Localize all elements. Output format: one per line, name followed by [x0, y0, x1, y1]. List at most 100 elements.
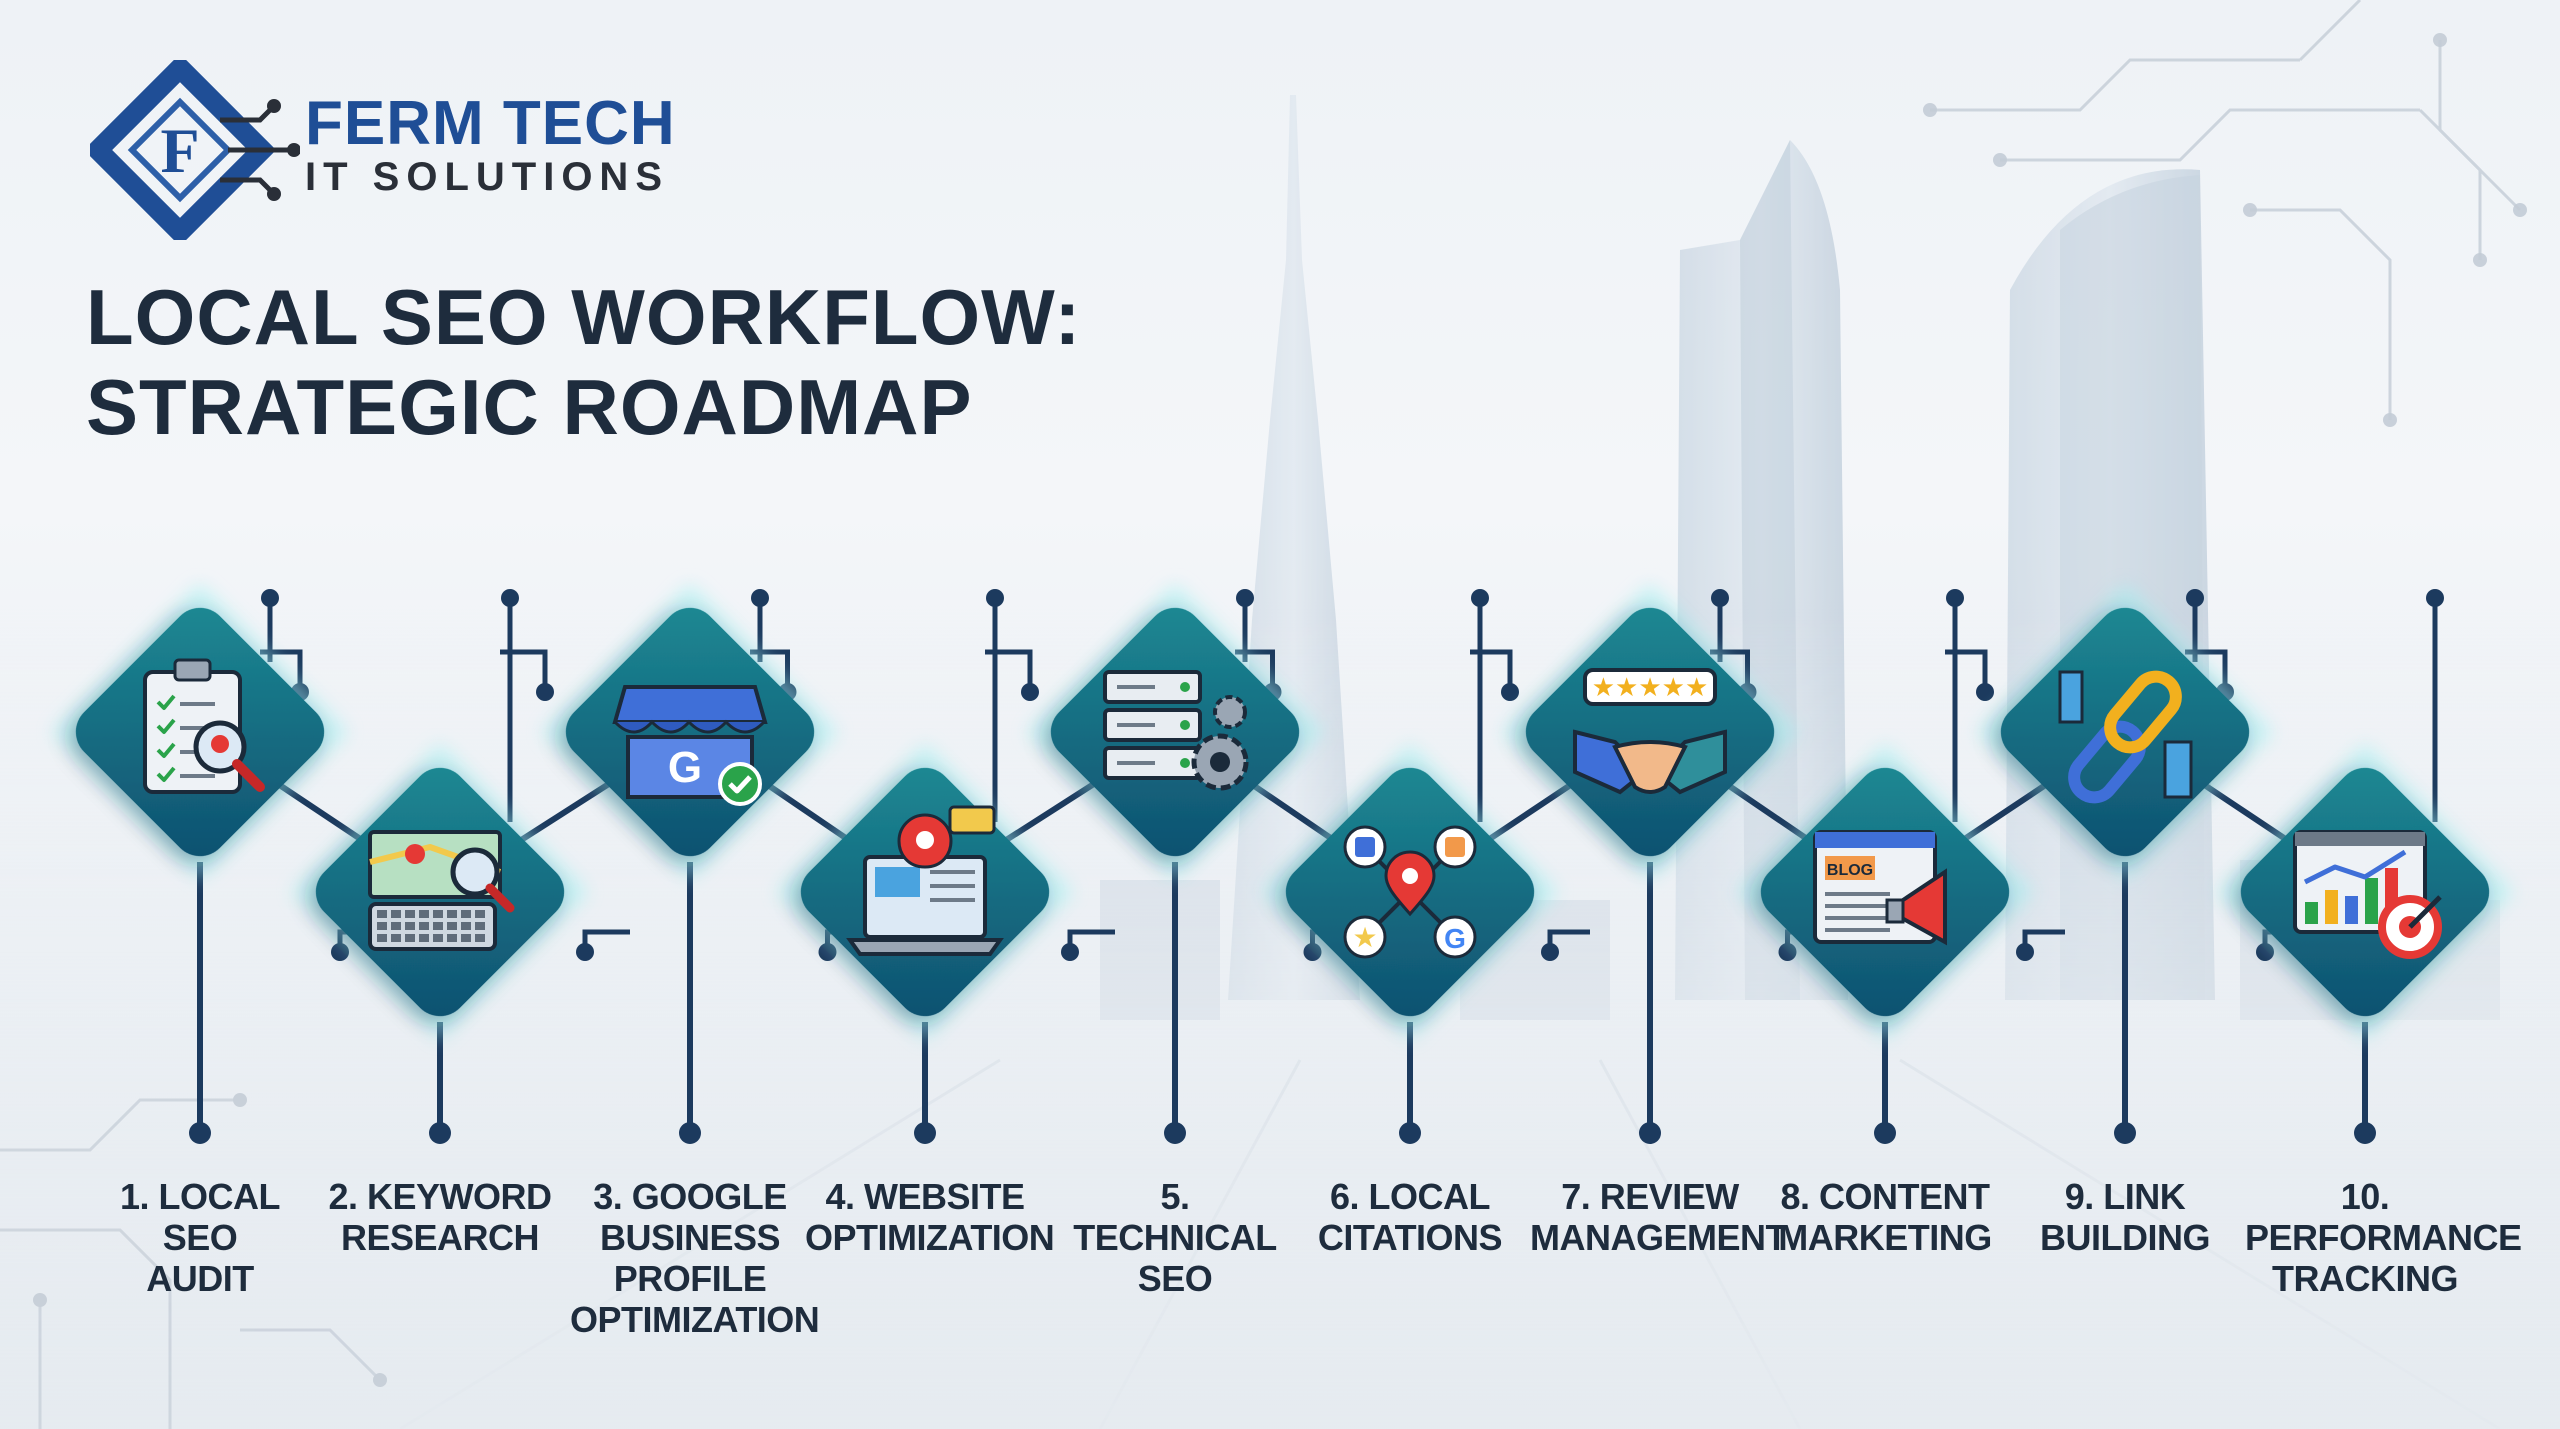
top-stub-node: [1946, 589, 1964, 607]
citation-network-icon: ★G: [1343, 825, 1477, 959]
top-stub-node: [751, 589, 769, 607]
top-stub-node: [1236, 589, 1254, 607]
page-title-line2: STRATEGIC ROADMAP: [86, 363, 973, 451]
connector-node: [576, 943, 594, 961]
connector-trace: [260, 649, 303, 692]
connector-trace: [985, 649, 1033, 692]
top-stub-node: [2426, 589, 2444, 607]
drop-node: [1399, 1122, 1421, 1144]
clipboard-checklist-magnifier-icon: [143, 658, 265, 794]
top-stub-node: [501, 589, 519, 607]
drop-node: [2114, 1122, 2136, 1144]
blog-megaphone-icon: BLOG: [1813, 830, 1947, 946]
step-label-line: 8. CONTENT: [1780, 1176, 1990, 1217]
growth-chart-target-icon: [2293, 830, 2442, 959]
svg-text:G: G: [1444, 923, 1466, 954]
step-label-line: 5. TECHNICAL: [1073, 1176, 1277, 1258]
storefront-google-check-icon: G: [612, 685, 768, 806]
connector-node: [2256, 943, 2274, 961]
step-label-line: 9. LINK: [2064, 1176, 2186, 1217]
drop-node: [1639, 1122, 1661, 1144]
step-tile: [1027, 584, 1323, 880]
brand-monogram: F: [160, 115, 199, 186]
step-label-line: MARKETING: [1778, 1217, 1992, 1258]
step-tile: ★G: [1262, 744, 1558, 1040]
top-stub-node: [261, 589, 279, 607]
step-tile: [777, 744, 1073, 1040]
step-label-line: OPTIMIZATION: [570, 1299, 820, 1340]
laptop-location-pin-icon: [846, 805, 1004, 956]
step-label-line: 1. LOCAL SEO: [119, 1176, 281, 1258]
step-label-line: 10. PERFORMANCE: [2245, 1176, 2522, 1258]
blog-tag: BLOG: [1827, 862, 1873, 879]
step-label-line: PROFILE: [613, 1258, 767, 1299]
drop-node: [1164, 1122, 1186, 1144]
connector-node: [1303, 943, 1322, 961]
svg-text:★: ★: [1352, 921, 1377, 954]
step-tile: [52, 584, 348, 880]
drop-node: [914, 1122, 936, 1144]
step-label-line: TRACKING: [2272, 1258, 2458, 1299]
top-stub-node: [1711, 589, 1729, 607]
tile-layer: G★G★★★★★BLOG: [52, 584, 2513, 1040]
connector-node: [1976, 683, 1994, 701]
connector-node: [331, 943, 349, 961]
top-stub-node: [1471, 589, 1489, 607]
drop-node: [2354, 1122, 2376, 1144]
step-label-line: BUILDING: [2040, 1217, 2211, 1258]
connector-node: [2016, 943, 2034, 961]
drop-node: [679, 1122, 701, 1144]
connector-node: [818, 943, 837, 961]
review-stars: ★★★★★: [1592, 673, 1709, 703]
top-stub-node: [986, 589, 1004, 607]
step-tile: [292, 744, 588, 1040]
step-label-line: MANAGEMENT: [1530, 1217, 1787, 1258]
step-label-line: 6. LOCAL: [1329, 1176, 1491, 1217]
connector-trace: [500, 649, 548, 692]
drop-node: [429, 1122, 451, 1144]
drop-node: [189, 1122, 211, 1144]
step-tile: ★★★★★: [1502, 584, 1798, 880]
connector-node: [1501, 683, 1519, 701]
step-label-line: SEO: [1137, 1258, 1213, 1299]
drop-node: [1874, 1122, 1896, 1144]
connector-trace: [1945, 649, 1988, 692]
step-label-line: OPTIMIZATION: [805, 1217, 1055, 1258]
step-tile: G: [542, 584, 838, 880]
connector-trace: [2185, 649, 2228, 692]
step-label-line: 7. REVIEW: [1561, 1176, 1739, 1217]
ferm-tech-diamond-icon: F: [83, 53, 301, 247]
brand-name: FERM TECH: [305, 89, 676, 158]
step-label-line: CITATIONS: [1317, 1217, 1503, 1258]
connector-node: [1021, 683, 1039, 701]
step-label-line: AUDIT: [146, 1258, 254, 1299]
svg-text:G: G: [668, 743, 702, 792]
step-label-line: 3. GOOGLE: [593, 1176, 787, 1217]
step-label-line: RESEARCH: [340, 1217, 540, 1258]
tile-diamond: [1525, 607, 1775, 857]
chain-link-buildings-icon: [2058, 670, 2193, 804]
step-label-line: BUSINESS: [599, 1217, 781, 1258]
connector-node: [536, 683, 554, 701]
connector-node: [1061, 943, 1079, 961]
tile-diamond: [565, 607, 815, 857]
server-gears-icon: [1103, 670, 1249, 791]
step-label-line: 2. KEYWORD: [328, 1176, 552, 1217]
handshake-stars-icon: ★★★★★: [1573, 668, 1727, 795]
brand-tagline: IT SOLUTIONS: [305, 155, 669, 199]
step-tile: BLOG: [1737, 744, 2033, 1040]
step-tile: [1977, 584, 2273, 880]
connector-trace: [1470, 649, 1513, 692]
connector-node: [1778, 943, 1797, 961]
